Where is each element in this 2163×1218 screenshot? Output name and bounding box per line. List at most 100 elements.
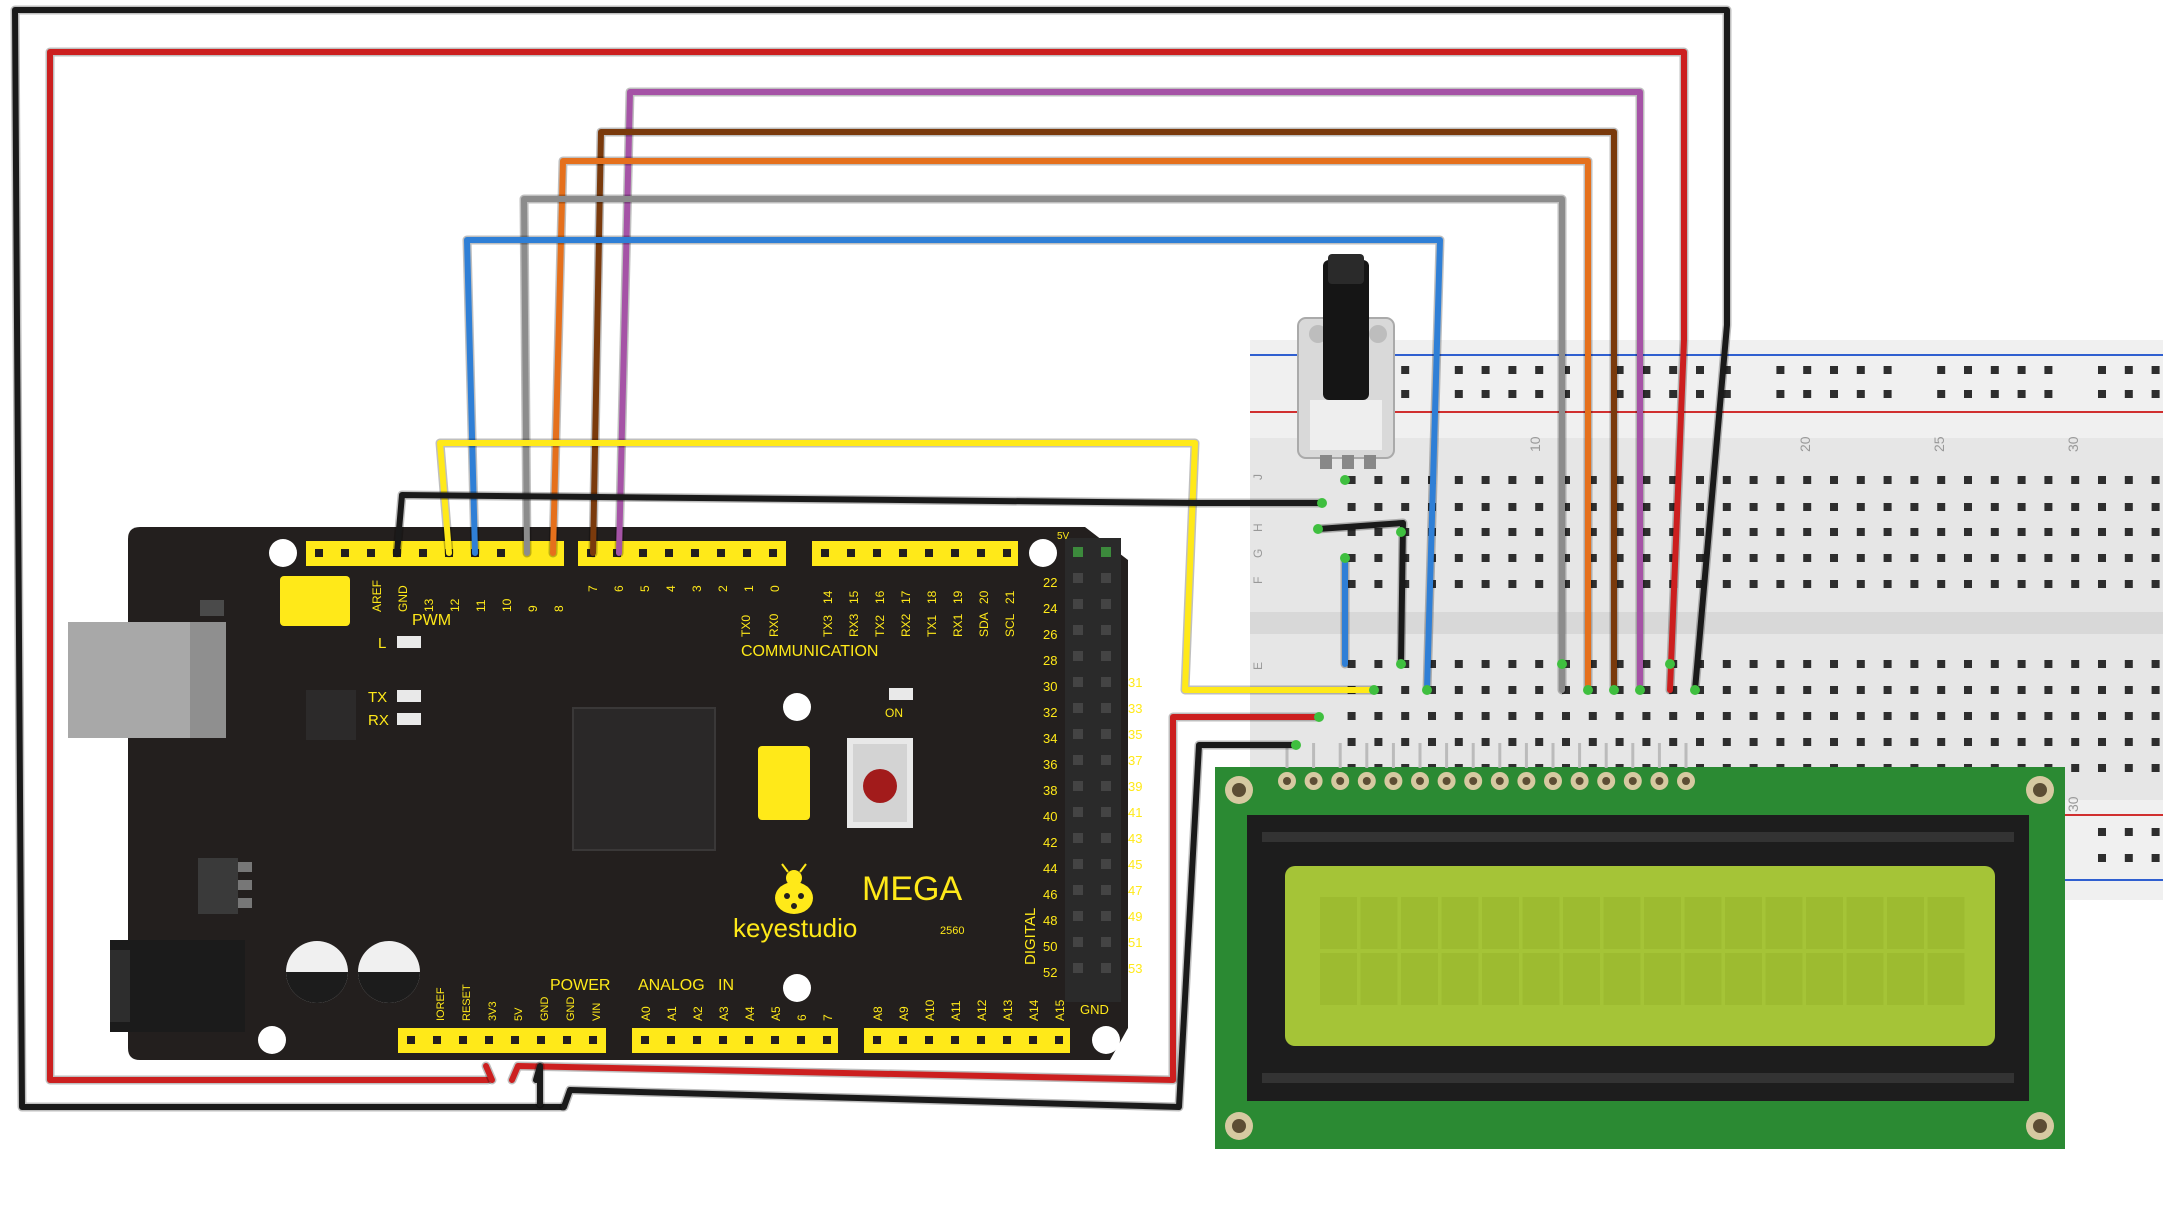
reset-button[interactable]: [847, 738, 913, 828]
bb-hole: [1990, 554, 1999, 562]
header-pin: [367, 549, 375, 557]
bb-hole: [1803, 660, 1812, 668]
pin-label: 30: [1043, 679, 1057, 694]
bb-hole: [1856, 686, 1865, 694]
header-pin: [1073, 729, 1083, 739]
pin-label: 24: [1043, 601, 1057, 616]
bb-hole: [1990, 503, 1999, 511]
bb-hole: [1454, 712, 1463, 720]
header-pin: [1101, 781, 1111, 791]
header-digital-low: [578, 541, 786, 566]
bb-hole: [2151, 554, 2160, 562]
header-pin: [1073, 807, 1083, 817]
bb-hole: [2098, 738, 2106, 746]
pin-label: 42: [1043, 835, 1057, 850]
header-pin: [1101, 885, 1111, 895]
bb-rail-hole: [1642, 390, 1651, 398]
bb-hole: [1937, 712, 1946, 720]
pin-label: GND: [396, 585, 410, 612]
lcd-pin-hole: [1575, 777, 1584, 785]
led-on: [889, 688, 913, 700]
lcd-pin-hole: [1309, 777, 1318, 785]
header-analog-2: [864, 1028, 1070, 1053]
lcd-pin-hole: [1522, 777, 1531, 785]
bb-hole: [1964, 476, 1972, 484]
pin-label: 1: [742, 585, 756, 592]
bb-hole: [1454, 554, 1463, 562]
pin-label: 34: [1043, 731, 1057, 746]
bb-hole: [1562, 476, 1570, 484]
bb-hole: [1454, 738, 1463, 746]
header-pin: [977, 549, 985, 557]
header-pin: [899, 1036, 907, 1044]
bb-hole: [1776, 738, 1785, 746]
bb-hole: [2098, 686, 2106, 694]
header-pin: [1073, 963, 1083, 973]
bb-rail-hole: [1642, 366, 1651, 374]
bb-hole: [1642, 660, 1651, 668]
pin-label: 20: [977, 590, 991, 604]
board-chip: 2560: [940, 925, 964, 937]
wire-black-gnd-outer: [12, 7, 1730, 1110]
bb-rail-hole: [1856, 366, 1865, 374]
bb-hole: [2124, 476, 2133, 484]
bb-hole: [1803, 554, 1812, 562]
lcd-char-cell: [1401, 953, 1438, 1005]
bb-hole: [1454, 528, 1463, 536]
bb-hole: [1535, 660, 1544, 668]
header-pin: [1101, 651, 1111, 661]
bb-hole: [1856, 738, 1865, 746]
bb-hole: [1481, 580, 1490, 588]
bb-hole: [1749, 554, 1758, 562]
pin-label: 15: [847, 590, 861, 604]
header-pin: [691, 549, 699, 557]
pin-label: GND: [565, 997, 577, 1022]
bb-hole: [2098, 554, 2106, 562]
bb-hole: [2151, 686, 2160, 694]
header-pin: [485, 1036, 493, 1044]
bb-hole: [1347, 476, 1356, 484]
bb-hole: [1937, 503, 1946, 511]
bb-rail-hole: [1883, 390, 1892, 398]
lcd-char-cell: [1927, 897, 1965, 949]
bb-hole: [1883, 580, 1892, 588]
bb-hole: [1615, 580, 1624, 588]
lcd-char-cell: [1401, 897, 1438, 949]
pin-label: 26: [1043, 627, 1057, 642]
pin-label: 38: [1043, 783, 1057, 798]
pin-label: 5: [638, 585, 652, 592]
bb-hole: [1615, 554, 1624, 562]
bb-hole: [1347, 660, 1356, 668]
bb-hole: [1910, 503, 1919, 511]
pin-label: A12: [975, 999, 989, 1021]
bb-hole: [2017, 503, 2026, 511]
pin-label: 2: [716, 585, 730, 592]
header-pin: [1073, 885, 1083, 895]
bb-hole: [1454, 686, 1463, 694]
lcd-pin-hole: [1416, 777, 1424, 785]
header-pin: [873, 549, 881, 557]
bb-hole: [2071, 712, 2080, 720]
bb-hole: [1642, 712, 1651, 720]
bb-rail-hole: [1508, 366, 1517, 374]
pin-label: RESET: [461, 984, 473, 1021]
bb-hole: [1481, 686, 1490, 694]
label-on: ON: [885, 706, 903, 720]
lcd-char-cell: [1603, 897, 1641, 949]
lcd-pin-hole: [1495, 777, 1504, 785]
label-pwm: PWM: [412, 612, 451, 629]
bb-hole: [2071, 476, 2080, 484]
pin-label: 49: [1128, 909, 1142, 924]
pin-label: A9: [897, 1006, 911, 1021]
header-pin: [823, 1036, 831, 1044]
pin-label: 35: [1128, 727, 1142, 742]
pin-label: 36: [1043, 757, 1057, 772]
bb-rail-hole: [1830, 366, 1838, 374]
bb-hole: [1401, 712, 1410, 720]
bb-hole: [1883, 712, 1892, 720]
bb-hole: [1990, 712, 1999, 720]
connection-dot: [1690, 685, 1700, 695]
connection-dot: [1665, 659, 1675, 669]
bb-hole: [1374, 528, 1383, 536]
